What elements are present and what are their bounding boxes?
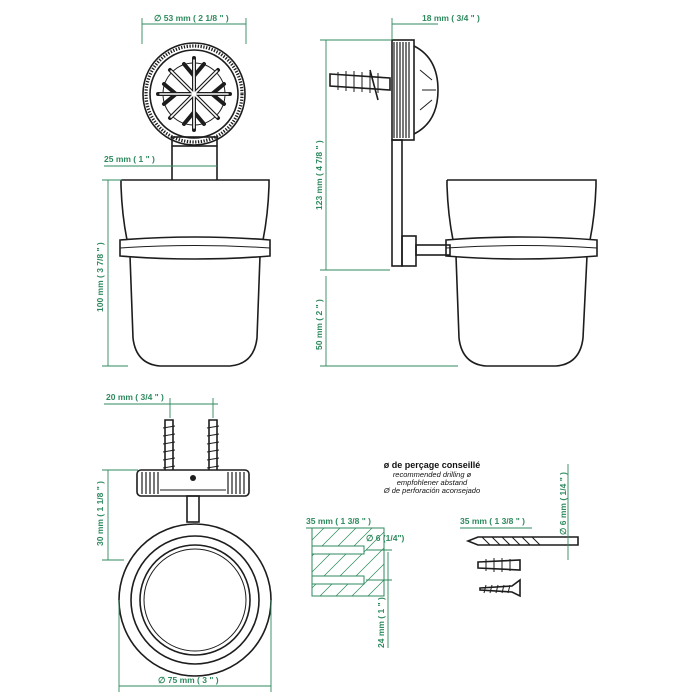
dim-cup-offset: 50 mm ( 2 " )	[314, 299, 324, 350]
dim-ring-diameter: ∅ 75 mm ( 3 " )	[158, 675, 219, 685]
rosette-knurl	[144, 44, 244, 144]
cup-front	[119, 179, 271, 367]
note-es: Ø de perforación aconsejado	[383, 486, 480, 495]
drilling-detail	[311, 527, 579, 598]
ring-inner	[139, 544, 251, 656]
dim-stem-width: 25 mm ( 1 " )	[104, 154, 155, 164]
wood-screw-icon	[479, 578, 521, 598]
dim-drill-diameter-b: ∅ 6 mm ( 1/4 " )	[558, 472, 568, 535]
plug-icon	[477, 558, 521, 572]
arm-vertical	[391, 139, 403, 267]
ring-outer	[118, 523, 272, 677]
rosette-outer	[142, 42, 246, 146]
rosette-inner	[149, 49, 239, 139]
dim-depth: 18 mm ( 3/4 " )	[422, 13, 480, 23]
dim-drill-depth-a: 35 mm ( 1 3/8 " )	[306, 516, 371, 526]
top-view	[118, 419, 272, 677]
note-en: recommended drilling ø	[393, 470, 472, 479]
dim-cup-height: 100 mm ( 3 7/8 " )	[95, 242, 105, 312]
dim-top-depth: 30 mm ( 1 1/8 " )	[95, 481, 105, 546]
dim-arm-height: 123 mm ( 4 7/8 " )	[314, 140, 324, 210]
dim-rosette-diameter: ∅ 53 mm ( 2 1/8 " )	[154, 13, 229, 23]
dim-drill-diameter-a: ∅ 6 (1/4")	[366, 533, 405, 543]
wall-anchor-icon	[329, 73, 391, 91]
drill-bit-icon	[465, 536, 579, 546]
side-view	[329, 39, 598, 367]
stem	[171, 136, 218, 147]
note-de: empfohlener abstand	[397, 478, 468, 487]
front-view	[119, 42, 271, 367]
dim-hole-spacing: 24 mm ( 1 " )	[376, 597, 386, 648]
dim-screw-spacing: 20 mm ( 3/4 " )	[106, 392, 164, 402]
ring-mid	[130, 535, 260, 665]
cup-side	[445, 179, 598, 367]
dimension-lines	[102, 18, 569, 692]
dim-drill-depth-b: 35 mm ( 1 3/8 " )	[460, 516, 525, 526]
note-title: ø de perçage conseillé	[384, 460, 481, 470]
